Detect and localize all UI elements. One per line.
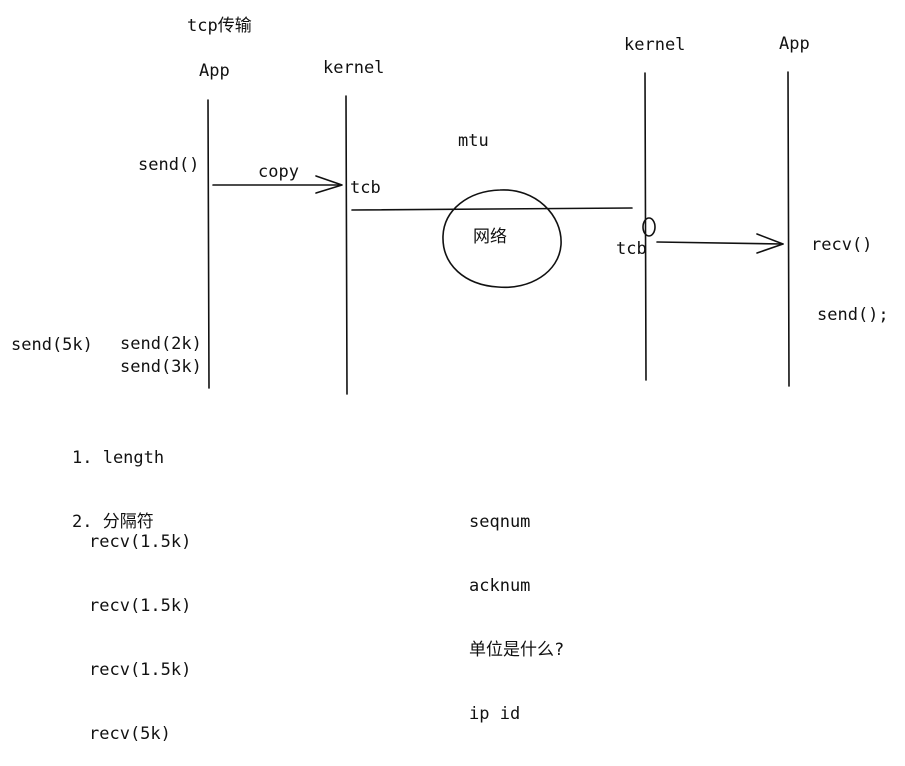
note-item: seqnum <box>469 512 531 532</box>
note-item: 单位是什么? <box>469 640 565 660</box>
kernel-right-lifeline <box>644 72 647 381</box>
kernel-left-label: kernel <box>323 58 385 78</box>
mtu-label: mtu <box>458 131 489 151</box>
app-right-label: App <box>779 34 810 54</box>
receiver-send-label: send(); <box>817 305 889 325</box>
app-left-lifeline <box>207 99 210 389</box>
deliver-arrow <box>656 241 784 245</box>
recv-item: recv(1.5k) <box>89 532 192 552</box>
receive-marker <box>642 217 656 237</box>
send-3k-label: send(3k) <box>120 357 202 377</box>
app-left-label: App <box>199 61 230 81</box>
framing-item: 2. 分隔符 <box>72 512 154 532</box>
notes-list: seqnum acknum 单位是什么? ip id <box>469 470 564 746</box>
framing-list: 1. length 2. 分隔符 <box>72 406 164 554</box>
network-circle <box>442 189 562 289</box>
copy-arrowhead <box>315 175 343 194</box>
network-label: 网络 <box>473 227 507 247</box>
recv-item: recv(1.5k) <box>89 660 192 680</box>
framing-item: 1. length <box>72 448 165 468</box>
recv-item: recv(5k) <box>89 724 171 744</box>
send-2k-label: send(2k) <box>120 334 202 354</box>
recv-call-label: recv() <box>811 235 873 255</box>
note-item: ip id <box>469 704 521 724</box>
copy-label: copy <box>258 162 299 182</box>
diagram-canvas <box>207 71 790 395</box>
send-call-label: send() <box>138 155 200 175</box>
sender-tcb-label: tcb <box>350 178 381 198</box>
receiver-tcb-label: tcb <box>616 239 647 259</box>
recv-list: recv(1.5k) recv(1.5k) recv(1.5k) recv(5k… <box>89 490 191 766</box>
diagram-title: tcp传输 <box>187 16 252 36</box>
app-right-lifeline <box>787 71 790 387</box>
deliver-arrowhead <box>756 233 784 254</box>
recv-item: recv(1.5k) <box>89 596 192 616</box>
send-5k-label: send(5k) <box>11 335 93 355</box>
kernel-left-lifeline <box>345 95 348 395</box>
kernel-right-label: kernel <box>624 35 686 55</box>
network-line <box>351 207 633 211</box>
note-item: acknum <box>469 576 531 596</box>
